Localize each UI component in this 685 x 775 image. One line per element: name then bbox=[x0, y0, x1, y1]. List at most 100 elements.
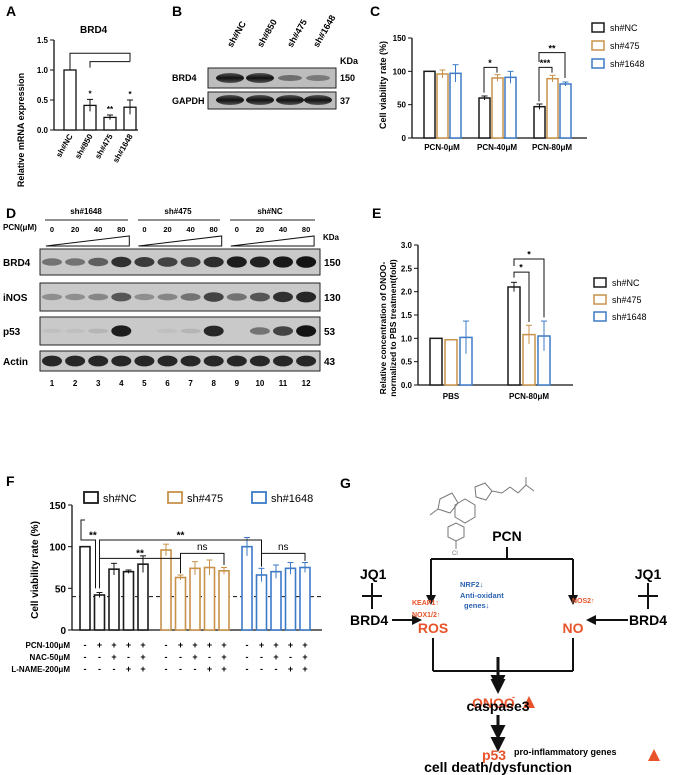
y-tick-label: 50 bbox=[55, 584, 67, 595]
y-tick-label: 1.0 bbox=[37, 66, 49, 75]
legend-swatch bbox=[593, 277, 607, 288]
panel-letter-c: C bbox=[370, 3, 380, 19]
blot-band bbox=[249, 256, 270, 268]
blot-b-row-label: BRD4 bbox=[172, 73, 197, 83]
blot-d-group-label: sh#NC bbox=[257, 207, 283, 216]
legend-swatch bbox=[593, 311, 607, 322]
node-pcn: PCN bbox=[492, 528, 522, 544]
treatment-mark: + bbox=[126, 640, 131, 650]
blot-band bbox=[246, 95, 274, 105]
treatment-mark: - bbox=[98, 664, 101, 674]
blot-d-kda-value: 130 bbox=[324, 293, 341, 304]
blot-d-row-label: BRD4 bbox=[3, 258, 31, 269]
blot-band bbox=[249, 355, 270, 367]
panel-e-bar-chart: Relative concentration of ONOO- normaliz… bbox=[378, 241, 647, 401]
y-tick-label: 2.5 bbox=[401, 264, 413, 273]
blot-band bbox=[296, 325, 317, 337]
lane-number: 1 bbox=[50, 379, 55, 388]
blot-band bbox=[180, 293, 201, 301]
label-proinflammatory: pro-inflammatory genes bbox=[514, 747, 617, 757]
treatment-label: NAC-50μM bbox=[30, 653, 71, 662]
label-nos2: NOS2↑ bbox=[572, 598, 595, 605]
significance-bracket bbox=[180, 552, 225, 574]
node-brd4-right: BRD4 bbox=[629, 612, 667, 628]
bar bbox=[449, 72, 462, 139]
blot-band bbox=[88, 257, 109, 267]
label-antiox-2: genes↓ bbox=[464, 601, 489, 610]
significance-bracket bbox=[80, 519, 96, 589]
blot-band bbox=[157, 355, 178, 367]
significance-bracket bbox=[483, 66, 498, 93]
bar bbox=[160, 549, 172, 631]
significance-star: * bbox=[128, 90, 132, 99]
significance-bracket bbox=[261, 552, 306, 567]
blot-band bbox=[306, 75, 330, 81]
blot-band bbox=[111, 292, 132, 302]
y-tick-label: 1.5 bbox=[37, 36, 49, 45]
y-tick-label: 0 bbox=[402, 134, 407, 143]
panel-letter-a: A bbox=[6, 3, 16, 19]
blot-d-pcn-label: PCN(μM) bbox=[3, 223, 37, 232]
blot-b-row-label: GAPDH bbox=[172, 96, 205, 106]
up-arrow-icon bbox=[523, 696, 535, 708]
x-tick-label: PCN-80μM bbox=[532, 143, 572, 152]
bar bbox=[218, 570, 230, 631]
bar bbox=[203, 566, 216, 631]
bar bbox=[559, 83, 572, 139]
treatment-mark: + bbox=[178, 640, 183, 650]
treatment-mark: - bbox=[275, 664, 278, 674]
blot-d-row-label: p53 bbox=[3, 327, 21, 338]
blot-b-lane-label: sh#1648 bbox=[311, 13, 337, 49]
legend-label: sh#NC bbox=[103, 493, 137, 505]
panel-letter-d: D bbox=[6, 205, 16, 221]
treatment-mark: - bbox=[246, 664, 249, 674]
blot-d-strips bbox=[39, 248, 321, 372]
panel-g-schematic: Cl PCN JQ1 JQ1 BRD4 BRD4 KEAP1↑ NOX1/2↑ … bbox=[350, 477, 667, 763]
y-tick-label: 2.0 bbox=[401, 288, 413, 297]
dose-gradient-triangle bbox=[138, 235, 223, 247]
dose-label: 80 bbox=[302, 225, 310, 234]
blot-band bbox=[273, 291, 293, 303]
treatment-mark: + bbox=[140, 640, 145, 650]
legend-label: sh#475 bbox=[187, 493, 223, 505]
blot-band bbox=[273, 256, 293, 268]
lane-number: 7 bbox=[188, 379, 193, 388]
significance-star: * bbox=[519, 263, 523, 273]
y-tick-label: 1.5 bbox=[401, 311, 413, 320]
panel-a-bar-chart: BRD4 Relative mRNA expression 0.00.51.01… bbox=[16, 25, 138, 187]
dose-label: 20 bbox=[256, 225, 264, 234]
blot-band bbox=[296, 256, 317, 268]
dose-label: 0 bbox=[235, 225, 239, 234]
treatment-mark: + bbox=[111, 640, 116, 650]
blot-band bbox=[88, 293, 109, 301]
blot-d-kda-label: KDa bbox=[323, 233, 340, 242]
treatment-mark: - bbox=[246, 640, 249, 650]
bar bbox=[284, 567, 297, 631]
treatment-mark: + bbox=[140, 652, 145, 662]
significance-star: ** bbox=[107, 105, 114, 114]
treatment-mark: - bbox=[246, 652, 249, 662]
node-caspase3: caspase3 bbox=[466, 698, 529, 714]
blot-band bbox=[42, 355, 62, 367]
significance-star: ** bbox=[136, 549, 144, 560]
treatment-mark: - bbox=[98, 652, 101, 662]
blot-band bbox=[65, 293, 86, 301]
dose-label: 0 bbox=[142, 225, 146, 234]
blot-band bbox=[226, 355, 247, 367]
blot-band bbox=[296, 355, 317, 367]
treatment-mark: + bbox=[221, 664, 226, 674]
treatment-mark: + bbox=[221, 640, 226, 650]
treatment-mark: + bbox=[302, 640, 307, 650]
dose-label: 20 bbox=[163, 225, 171, 234]
y-tick-label: 100 bbox=[393, 67, 407, 76]
treatment-label: L-NAME-200μM bbox=[11, 665, 70, 674]
label-nox: NOX1/2↑ bbox=[412, 612, 440, 619]
panel-e-ylabel-line1: Relative concentration of ONOO- bbox=[378, 261, 388, 394]
y-tick-label: 0 bbox=[60, 626, 66, 637]
blot-band bbox=[180, 257, 201, 267]
blot-d-row-label: Actin bbox=[3, 357, 28, 368]
treatment-mark: + bbox=[97, 640, 102, 650]
y-tick-label: 3.0 bbox=[401, 241, 413, 250]
blot-strip bbox=[39, 350, 321, 372]
x-tick-label: PCN-80μM bbox=[509, 392, 549, 401]
